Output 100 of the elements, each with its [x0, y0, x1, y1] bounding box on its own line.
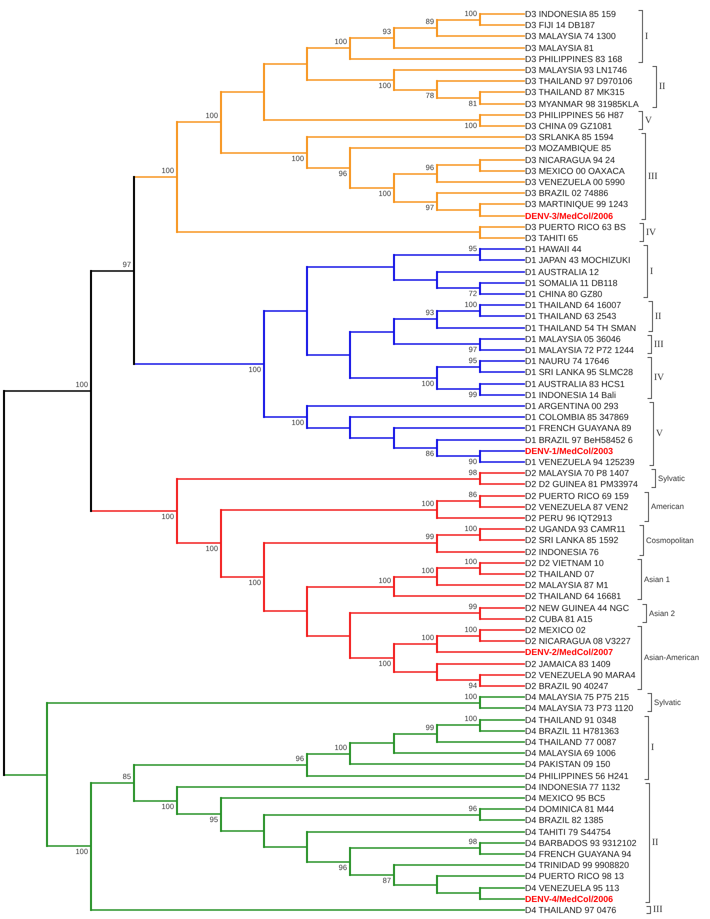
tree-branch [480, 887, 525, 889]
taxon-label: D1 ARGENTINA 00 293 [525, 401, 618, 411]
taxon-label: D1 COLOMBIA 85 347869 [525, 412, 629, 422]
taxon-label: D2 VENEZUELA 87 VEN2 [525, 502, 628, 512]
taxon-label: D4 BRAZIL 11 H781363 [525, 726, 619, 736]
clade-label: II [659, 81, 666, 93]
tree-branch [308, 354, 350, 356]
tree-branch [264, 63, 306, 65]
tree-branch [480, 573, 525, 575]
tree-branch [394, 576, 436, 578]
tree-branch [480, 13, 525, 15]
tree-branch [480, 898, 525, 900]
tree-branch [438, 19, 480, 21]
taxon-label: D1 AUSTRALIA 12 [525, 267, 599, 277]
taxon-label: D3 VENEZUELA 00 5990 [525, 177, 625, 187]
tree-branch [438, 892, 480, 894]
taxon-label: D1 THAILAND 54 TH SMAN [525, 323, 636, 333]
tree-branch [438, 97, 480, 99]
tree-branch [308, 266, 394, 268]
tree-branch [92, 782, 134, 784]
tree-branch [350, 58, 525, 60]
taxon-label: D1 NAURU 74 17646 [525, 356, 610, 366]
tree-branch [394, 254, 480, 256]
tree-branch [308, 775, 525, 777]
taxon-label: D1 JAPAN 43 MOCHIZUKI [525, 255, 630, 265]
tree-branch [438, 651, 525, 653]
tree-branch [350, 763, 525, 765]
tree-branch [134, 764, 306, 766]
tree-branch [480, 819, 525, 821]
tree-branch [350, 657, 394, 659]
tree-branch [350, 847, 480, 849]
tree-branch [438, 327, 525, 329]
tree-branch [264, 814, 480, 816]
tree-branch [438, 567, 480, 569]
tree-branch [350, 331, 394, 333]
clade-label: III [648, 171, 658, 183]
tree-branch [438, 679, 480, 681]
tree-branch [308, 136, 525, 138]
tree-branch [222, 576, 264, 578]
tree-branch [308, 861, 350, 863]
tree-branch [480, 853, 525, 855]
tree-branch [394, 427, 525, 429]
taxon-label: D1 CHINA 80 GZ80 [525, 289, 602, 299]
tree-branch [308, 405, 525, 407]
tree-branch [4, 390, 90, 392]
tree-branch [264, 416, 306, 418]
tree-branch [480, 461, 525, 463]
taxon-label: D4 VENEZUELA 95 113 [525, 883, 620, 893]
taxon-label: D4 MALAYSIA 73 P73 1120 [525, 703, 634, 713]
taxon-label: D4 MEXICO 95 BC5 [525, 793, 606, 803]
taxon-label: D2 THAILAND 64 16681 [525, 591, 622, 601]
tree-branch [438, 35, 525, 37]
tree-branch [480, 226, 525, 228]
tree-branch [4, 774, 46, 776]
taxon-label: D2 JAMAICA 83 1409 [525, 659, 611, 669]
tree-branch [178, 786, 525, 788]
tree-branch [438, 534, 480, 536]
tree-branch [438, 517, 525, 519]
tree-branch [178, 813, 220, 815]
tree-branch [308, 831, 525, 833]
clade-label: I [651, 742, 654, 754]
tree-branch [394, 318, 436, 320]
tree-branch [480, 640, 525, 642]
tree-branch [480, 696, 525, 698]
taxon-label: D2 NEW GUINEA 44 NGC [525, 603, 630, 613]
clade-label: III [653, 904, 662, 916]
tree-branch [480, 685, 525, 687]
taxon-label: DENV-1/MedCol/2003 [525, 446, 613, 456]
taxon-label: D3 INDONESIA 85 159 [525, 9, 616, 19]
taxon-label: D3 MALAYSIA 93 LN1746 [525, 65, 628, 75]
tree-branch [222, 797, 525, 799]
taxon-label: DENV-3/MedCol/2006 [525, 211, 613, 221]
tree-branch [480, 293, 525, 295]
tree-branch [438, 271, 525, 273]
tree-branch [438, 663, 525, 665]
taxon-label: D2 BRAZIL 90 40247 [525, 681, 608, 691]
tree-branch [480, 159, 525, 161]
taxon-label: DENV-4/MedCol/2006 [525, 894, 613, 904]
tree-branch [480, 349, 525, 351]
tree-branch [480, 371, 525, 373]
tree-branch [480, 282, 525, 284]
taxon-label: D4 PUERTO RICO 98 13 [525, 871, 624, 881]
taxon-label: D4 TRINIDAD 99 9908820 [525, 860, 629, 870]
taxon-label: D3 MOZAMBIQUE 85 [525, 143, 612, 153]
tree-branch [394, 343, 480, 345]
tree-branch [438, 439, 525, 441]
tree-branch [480, 315, 525, 317]
taxon-label: D3 THAILAND 87 MK315 [525, 87, 625, 97]
tree-branch [480, 125, 525, 127]
tree-branch [222, 152, 306, 154]
taxon-label: D3 PHILIPPINES 56 H87 [525, 110, 624, 120]
taxon-label: D3 MALAYSIA 74 1300 [525, 31, 616, 41]
tree-branch [438, 164, 480, 166]
tree-branch [48, 845, 90, 847]
taxon-label: D3 TAHITI 65 [525, 233, 578, 243]
tree-branch [178, 542, 220, 544]
taxon-label: D1 MALAYSIA 05 36046 [525, 334, 621, 344]
clade-label: I [645, 31, 648, 43]
taxon-label: D2 INDONESIA 76 [525, 547, 599, 557]
tree-branch [264, 846, 306, 848]
